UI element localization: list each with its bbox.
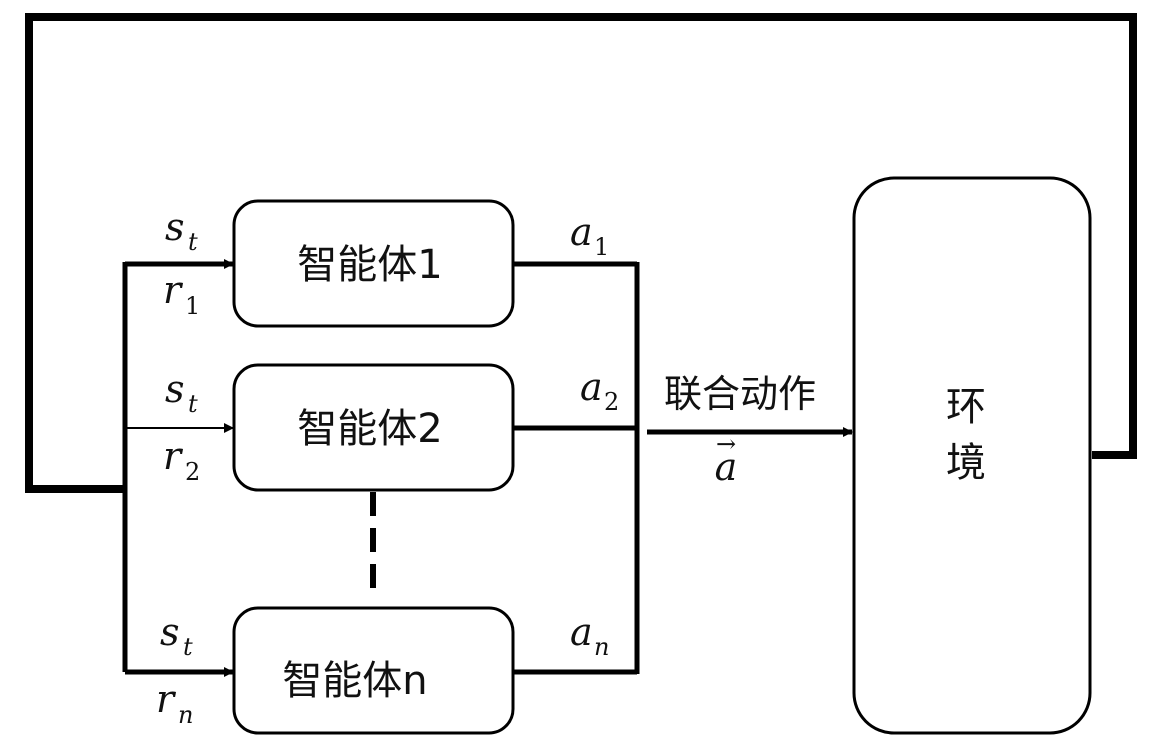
svg-text:2: 2 xyxy=(185,458,200,486)
svg-text:1: 1 xyxy=(594,233,609,261)
svg-text:a: a xyxy=(580,365,603,409)
svg-text:t: t xyxy=(183,633,193,661)
environment-box xyxy=(852,176,1092,735)
action-label-agent-1: a 1 xyxy=(570,210,609,261)
agent-2-label: 智能体2 xyxy=(297,406,442,452)
svg-text:a: a xyxy=(570,210,593,254)
environment-label-line2: 境 xyxy=(946,440,986,486)
state-label-agent-2: s t xyxy=(165,367,198,418)
svg-text:a: a xyxy=(570,610,593,654)
svg-text:s: s xyxy=(160,610,180,654)
svg-text:s: s xyxy=(165,367,185,411)
svg-text:1: 1 xyxy=(185,292,200,320)
svg-text:r: r xyxy=(156,677,177,721)
action-label-agent-n: a n xyxy=(570,610,609,661)
agent-1-label: 智能体1 xyxy=(297,242,442,288)
svg-text:t: t xyxy=(188,390,198,418)
reward-label-agent-1: r 1 xyxy=(163,268,200,320)
svg-text:n: n xyxy=(178,701,193,729)
feedback-loop-line xyxy=(25,13,1137,493)
svg-text:a: a xyxy=(715,445,738,489)
joint-action-symbol: → a xyxy=(715,430,738,489)
svg-text:s: s xyxy=(165,205,185,249)
joint-action-label: 联合动作 xyxy=(664,372,816,416)
agent-n-label: 智能体n xyxy=(282,658,427,704)
state-label-agent-1: s t xyxy=(165,205,198,256)
svg-text:t: t xyxy=(188,228,198,256)
svg-text:2: 2 xyxy=(604,388,619,416)
action-label-agent-2: a 2 xyxy=(580,365,619,416)
svg-text:r: r xyxy=(163,434,184,478)
environment-label-line1: 环 xyxy=(946,384,986,430)
svg-text:n: n xyxy=(594,633,609,661)
reward-label-agent-2: r 2 xyxy=(163,434,200,486)
svg-text:→: → xyxy=(716,430,736,458)
svg-text:r: r xyxy=(163,268,184,312)
state-label-agent-n: s t xyxy=(160,610,193,661)
reward-label-agent-n: r n xyxy=(156,677,193,729)
